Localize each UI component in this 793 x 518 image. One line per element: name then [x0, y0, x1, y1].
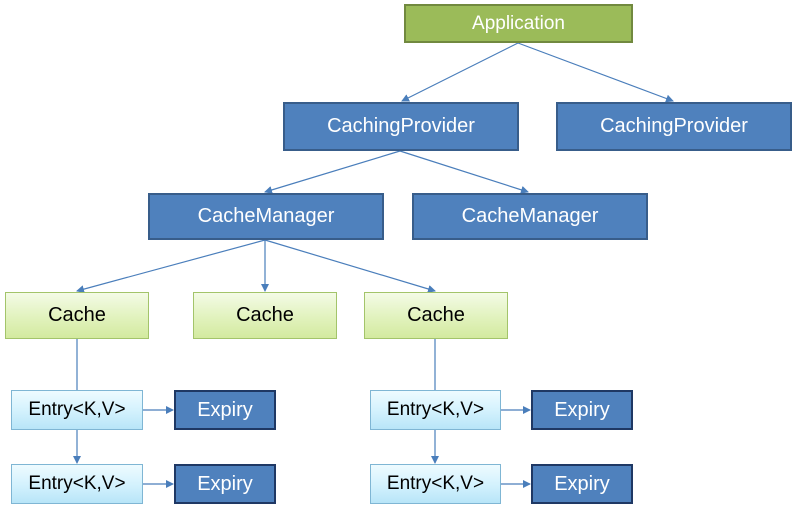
arrow-provider-to-manager-1 [264, 150, 401, 194]
cache-label-3: Cache [407, 304, 465, 326]
cache-label-2: Cache [236, 304, 294, 326]
entry-label-4: Entry<K,V> [386, 473, 485, 494]
cache-manager-node-2: CacheManager [412, 193, 648, 240]
cache-node-2: Cache [193, 292, 337, 339]
caching-provider-node-2: CachingProvider [556, 102, 792, 151]
caching-provider-label-1: CachingProvider [327, 115, 475, 137]
expiry-label-2: Expiry [197, 472, 253, 495]
cache-node-3: Cache [364, 292, 508, 339]
caching-provider-node-1: CachingProvider [283, 102, 519, 151]
entry-label-3: Entry<K,V> [386, 399, 485, 420]
application-label: Application [472, 12, 565, 34]
arrow-provider-to-manager-2 [399, 150, 529, 194]
entry-label-2: Entry<K,V> [28, 473, 126, 494]
expiry-label-1: Expiry [197, 398, 253, 421]
cache-manager-label-1: CacheManager [197, 205, 335, 227]
entry-node-2: Entry<K,V> [11, 464, 143, 504]
cache-node-1: Cache [5, 292, 149, 339]
expiry-label-4: Expiry [554, 472, 610, 495]
expiry-label-3: Expiry [554, 398, 610, 421]
expiry-node-3: Expiry [531, 390, 633, 430]
entry-node-3: Entry<K,V> [370, 390, 501, 430]
application-node: Application [404, 4, 633, 43]
expiry-node-1: Expiry [174, 390, 276, 430]
arrow-application-to-provider-2 [517, 42, 674, 103]
arrow-manager-to-cache-1 [76, 239, 266, 294]
caching-provider-label-2: CachingProvider [600, 115, 748, 137]
cache-label-1: Cache [48, 304, 106, 326]
entry-node-4: Entry<K,V> [370, 464, 501, 504]
entry-label-1: Entry<K,V> [28, 399, 126, 420]
expiry-node-4: Expiry [531, 464, 633, 504]
arrow-application-to-provider-1 [401, 42, 519, 102]
cache-manager-node-1: CacheManager [148, 193, 384, 240]
arrow-manager-to-cache-3 [264, 239, 436, 293]
entry-node-1: Entry<K,V> [11, 390, 143, 430]
expiry-node-2: Expiry [174, 464, 276, 504]
cache-manager-label-2: CacheManager [461, 205, 599, 227]
